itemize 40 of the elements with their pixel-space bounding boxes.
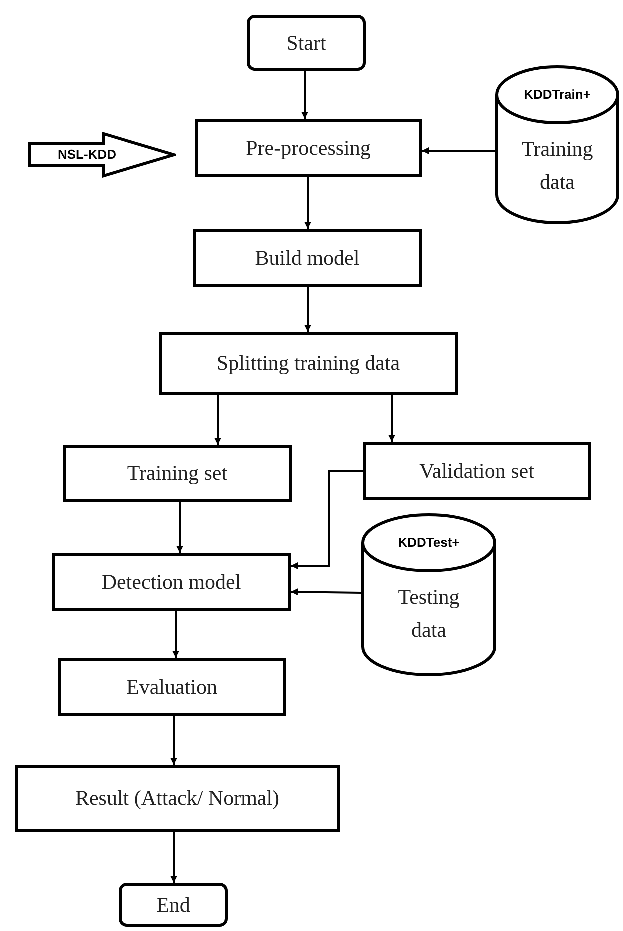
step-label: Result (Attack/ Normal) bbox=[75, 785, 280, 812]
dataset-name: KDDTrain+ bbox=[524, 86, 591, 104]
step-label: Start bbox=[286, 30, 326, 56]
arrow bbox=[422, 148, 495, 154]
input-block-arrow bbox=[28, 132, 176, 178]
process-box bbox=[58, 658, 286, 716]
step-label: End bbox=[156, 892, 190, 918]
arrow bbox=[170, 716, 178, 765]
process-box bbox=[363, 442, 591, 500]
input-label: NSL-KDD bbox=[58, 147, 116, 162]
arrow bbox=[170, 832, 178, 883]
database-cylinder bbox=[361, 513, 497, 677]
data-label: Testing data bbox=[397, 584, 461, 644]
step-label: Pre-processing bbox=[246, 134, 371, 162]
terminal-box bbox=[247, 15, 366, 71]
data-label: Training data bbox=[520, 136, 594, 196]
step-label: Build model bbox=[255, 244, 360, 272]
process-box bbox=[159, 332, 458, 395]
database-cylinder bbox=[495, 65, 620, 225]
arrow bbox=[304, 177, 312, 229]
arrow bbox=[176, 502, 184, 553]
step-label: Splitting training data bbox=[216, 350, 400, 377]
process-box bbox=[195, 119, 422, 177]
arrow bbox=[172, 611, 180, 658]
terminal-box bbox=[119, 883, 228, 927]
step-label: Training set bbox=[127, 460, 228, 487]
process-box bbox=[15, 765, 340, 832]
step-label: Detection model bbox=[102, 568, 242, 596]
arrow bbox=[291, 470, 363, 570]
arrow bbox=[214, 395, 222, 445]
process-box bbox=[52, 553, 291, 611]
step-label: Evaluation bbox=[126, 674, 218, 700]
arrow bbox=[290, 588, 362, 596]
process-box bbox=[63, 445, 292, 502]
step-label: Validation set bbox=[420, 458, 534, 484]
process-box bbox=[193, 229, 422, 287]
dataset-name: KDDTest+ bbox=[398, 534, 460, 552]
arrow bbox=[302, 71, 308, 119]
arrow bbox=[304, 287, 312, 332]
arrow bbox=[388, 395, 396, 442]
